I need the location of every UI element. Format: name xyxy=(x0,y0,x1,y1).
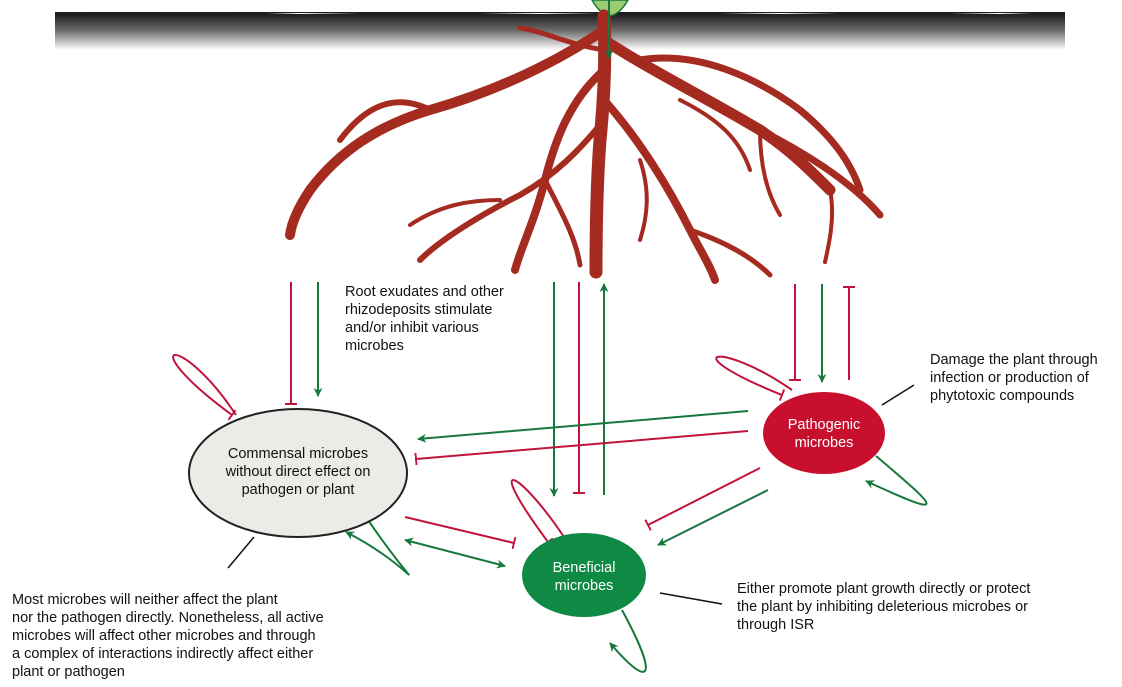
pathogenic-microbes-node xyxy=(763,392,885,474)
interaction-arrows xyxy=(285,282,855,569)
beneficial-effect-annotation: Either promote plant growth directly or … xyxy=(737,581,1031,633)
pathogen-damage-annotation: Damage the plant through infection or pr… xyxy=(930,352,1098,404)
beneficial-microbes-node xyxy=(522,533,646,617)
pathogenic-microbes-label: Pathogenic microbes xyxy=(787,417,861,451)
beneficial-microbes-label: Beneficial microbes xyxy=(552,560,616,594)
self-loops xyxy=(172,354,928,673)
commensal-microbes-node xyxy=(188,408,408,538)
soil-surface xyxy=(55,12,1065,50)
commensal-microbes-label: Commensal microbes without direct effect… xyxy=(225,446,371,498)
pointer-lines xyxy=(227,384,915,605)
root-system xyxy=(285,9,884,284)
commensal-effect-annotation: Most microbes will neither affect the pl… xyxy=(12,592,324,680)
root-exudates-annotation: Root exudates and other rhizodeposits st… xyxy=(345,284,504,354)
